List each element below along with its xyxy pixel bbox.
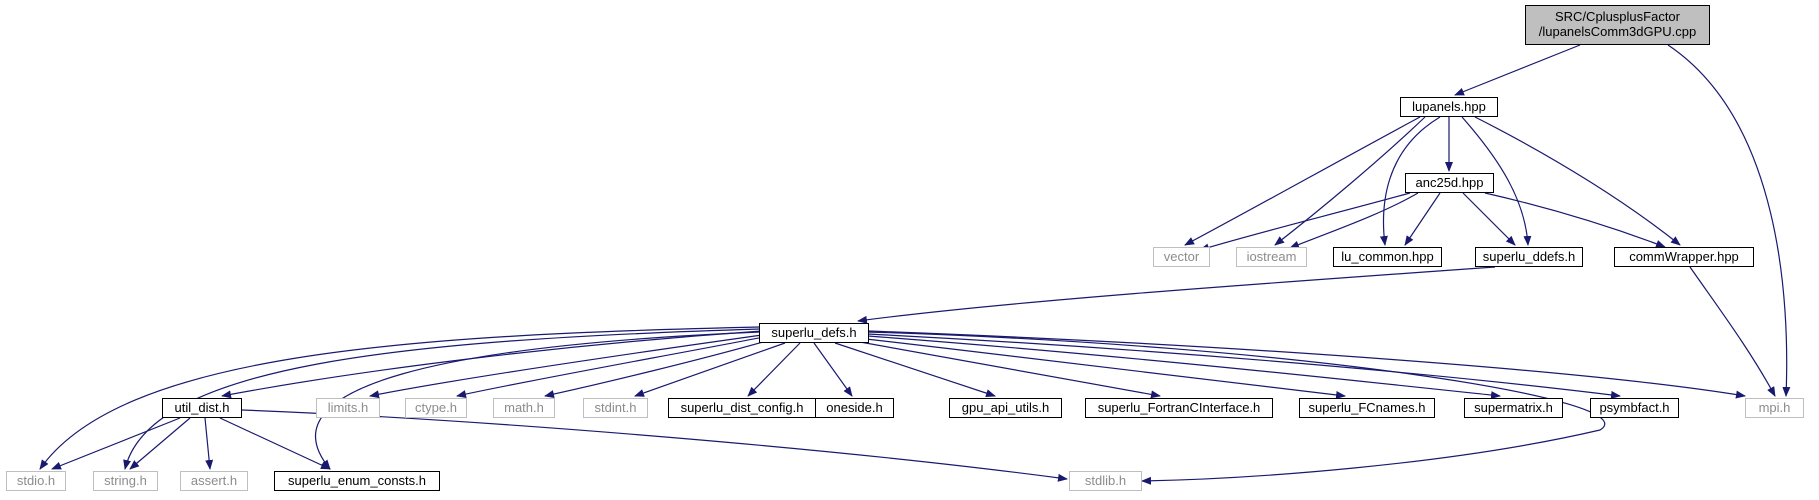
edge-utildist-assert [204,417,214,470]
edge-anc25d-iostream [1289,192,1419,249]
edge-defs-mpi [867,330,1746,399]
edge-defs-gpuapi [834,342,996,397]
edge-root-lupanels [1454,44,1581,96]
node-assert-h[interactable]: assert.h [180,471,248,491]
node-lupanels-hpp[interactable]: lupanels.hpp [1400,97,1498,117]
edge-utildist-stdio [51,417,181,470]
node-oneside-h[interactable]: oneside.h [815,398,894,418]
node-stdlib-h[interactable]: stdlib.h [1069,471,1142,491]
node-stdint-h[interactable]: stdint.h [583,398,648,418]
edge-defs-ctype [456,336,765,398]
node-superlu-fcnames-h[interactable]: superlu_FCnames.h [1299,398,1435,418]
edge-defs-fortran [859,341,1161,399]
edge-commwrapper-mpi [1689,266,1776,397]
edge-defs-config [747,342,801,397]
node-string-h[interactable]: string.h [93,471,158,491]
edge-root-mpi [1667,44,1791,397]
edge-utildist-stdlib [241,409,1068,482]
node-lu-common-hpp[interactable]: lu_common.hpp [1333,247,1442,267]
edge-defs-stdlib [867,331,1606,485]
node-superlu-dist-config-h[interactable]: superlu_dist_config.h [668,398,816,418]
root-file-line1: SRC/CplusplusFactor [1555,9,1680,25]
edge-defs-string [123,328,761,470]
node-superlu-enum-consts-h[interactable]: superlu_enum_consts.h [274,471,440,491]
edge-defs-stdint [634,342,786,397]
edge-defs-supermatrix [867,335,1501,400]
node-supermatrix-h[interactable]: supermatrix.h [1464,398,1563,418]
node-mpi-h[interactable]: mpi.h [1745,398,1804,418]
edge-lupanels-vector [1184,116,1421,246]
node-commwrapper-hpp[interactable]: commWrapper.hpp [1614,247,1754,267]
edge-defs-limits [369,334,763,399]
node-vector[interactable]: vector [1153,247,1210,267]
edge-ddefs-defs [857,266,1496,324]
node-anc25d-hpp[interactable]: anc25d.hpp [1405,173,1494,193]
edge-lupanels-iostream [1274,116,1426,246]
node-math-h[interactable]: math.h [493,398,555,418]
node-superlu-ddefs-h[interactable]: superlu_ddefs.h [1475,247,1583,267]
node-gpu-api-utils-h[interactable]: gpu_api_utils.h [949,398,1062,418]
edge-anc25d-lucommon [1404,192,1441,246]
node-stdio-h[interactable]: stdio.h [6,471,66,491]
node-superlu-defs-h[interactable]: superlu_defs.h [759,323,869,343]
edge-defs-stdio [39,326,761,470]
node-root-file[interactable]: SRC/CplusplusFactor /lupanelsComm3dGPU.c… [1525,5,1710,45]
root-file-line2: /lupanelsComm3dGPU.cpp [1538,24,1697,39]
edge-defs-fcnames [865,338,1346,399]
edge-defs-enumconsts [315,331,761,470]
node-superlu-fortrancinterface-h[interactable]: superlu_FortranCInterface.h [1085,398,1273,418]
node-psymbfact-h[interactable]: psymbfact.h [1590,398,1679,418]
edge-defs-math [544,339,771,398]
edge-anc25d-vector [1199,192,1411,252]
edge-defs-psymbfact [867,333,1621,399]
node-limits-h[interactable]: limits.h [316,398,380,418]
edge-lupanels-lucommon [1379,116,1441,246]
edge-anc25d-ddefs [1462,192,1516,246]
node-iostream[interactable]: iostream [1236,247,1307,267]
node-ctype-h[interactable]: ctype.h [405,398,467,418]
edge-anc25d-commwrapper [1484,192,1666,248]
node-util-dist-h[interactable]: util_dist.h [162,398,242,418]
edge-defs-oneside [813,342,853,397]
edge-lupanels-ddefs [1461,116,1532,246]
edge-utildist-enumconsts [219,417,331,470]
edge-utildist-string [129,417,191,470]
edge-lupanels-commwrapper [1474,116,1681,246]
